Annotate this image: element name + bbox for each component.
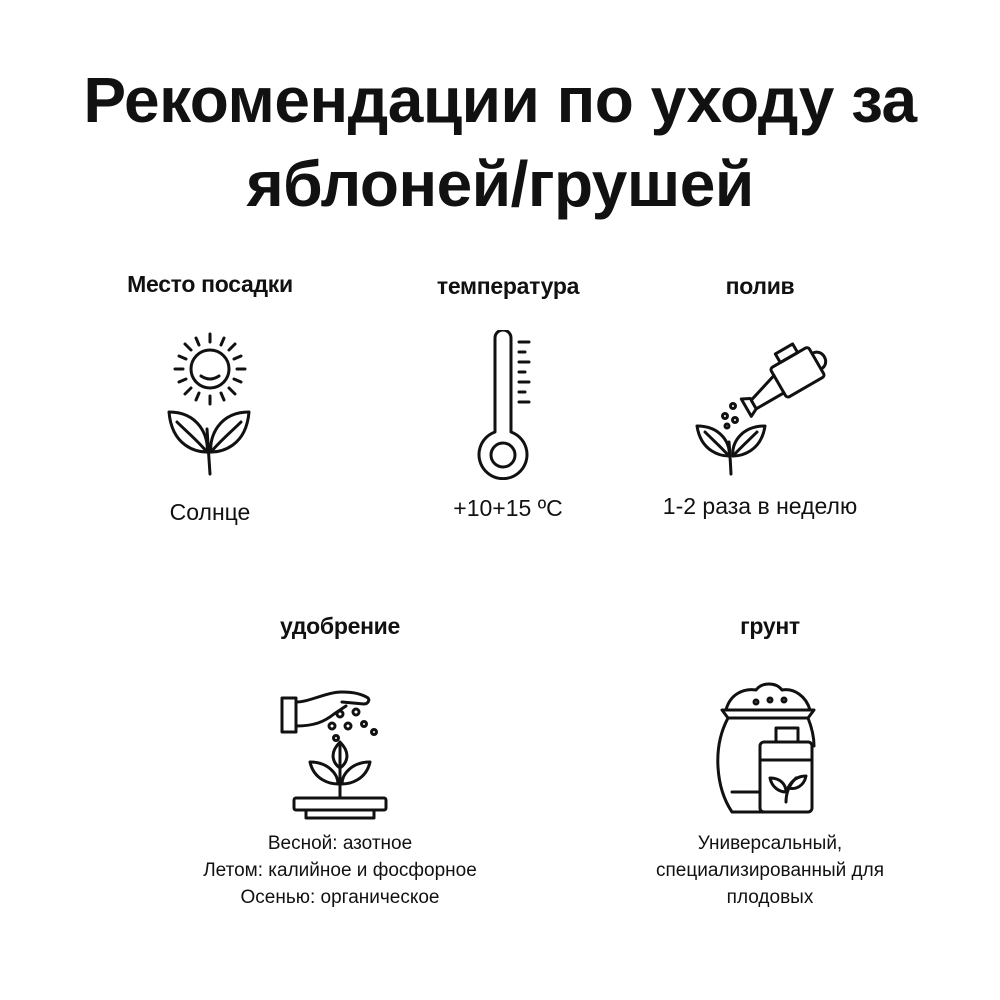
card-location-title: Место посадки <box>127 271 293 297</box>
card-fertilizer-title: удобрение <box>279 613 401 639</box>
watering-can-icon <box>695 342 828 476</box>
page-title-line-2: яблоней/грушей <box>246 148 754 220</box>
card-watering-title: полив <box>725 273 795 299</box>
card-fertilizer-line-2: Летом: калийное и фосфорное <box>203 860 477 881</box>
card-fertilizer-line-3: Осенью: органическое <box>240 887 440 908</box>
card-watering: полив 1-2 раза в неделю <box>630 272 890 520</box>
card-soil-value: Универсальный, специализированный для пл… <box>620 830 920 911</box>
card-soil-line-3: плодовых <box>726 887 814 908</box>
card-fertilizer-line-1: Весной: азотное <box>267 833 413 854</box>
card-fertilizer-value: Весной: азотное Летом: калийное и фосфор… <box>170 830 510 911</box>
card-soil-title: грунт <box>740 613 800 639</box>
sun-plant-icon <box>167 332 251 476</box>
card-soil: грунт Универсальный, специализированный … <box>620 612 920 911</box>
card-watering-value: 1-2 раза в неделю <box>662 493 858 519</box>
page-title-line-1: Рекомендации по уходу за <box>83 64 917 136</box>
page-title: Рекомендации по уходу за яблоней/грушей <box>0 58 1000 226</box>
card-temperature-value: +10+15 ºC <box>453 495 563 521</box>
soil-bag-icon <box>716 682 816 814</box>
card-location-value: Солнце <box>169 499 251 525</box>
hand-fertilizer-icon <box>280 690 388 820</box>
card-soil-line-2: специализированный для <box>655 860 885 881</box>
card-fertilizer: удобрение Весной: азотное Летом: калийно… <box>170 612 510 911</box>
card-temperature-title: температура <box>436 273 580 299</box>
card-temperature: температура +10+15 ºC <box>378 272 638 522</box>
card-location: Место посадки Солнце <box>80 270 340 526</box>
thermometer-icon <box>477 330 531 480</box>
card-soil-line-1: Универсальный, <box>697 833 843 854</box>
